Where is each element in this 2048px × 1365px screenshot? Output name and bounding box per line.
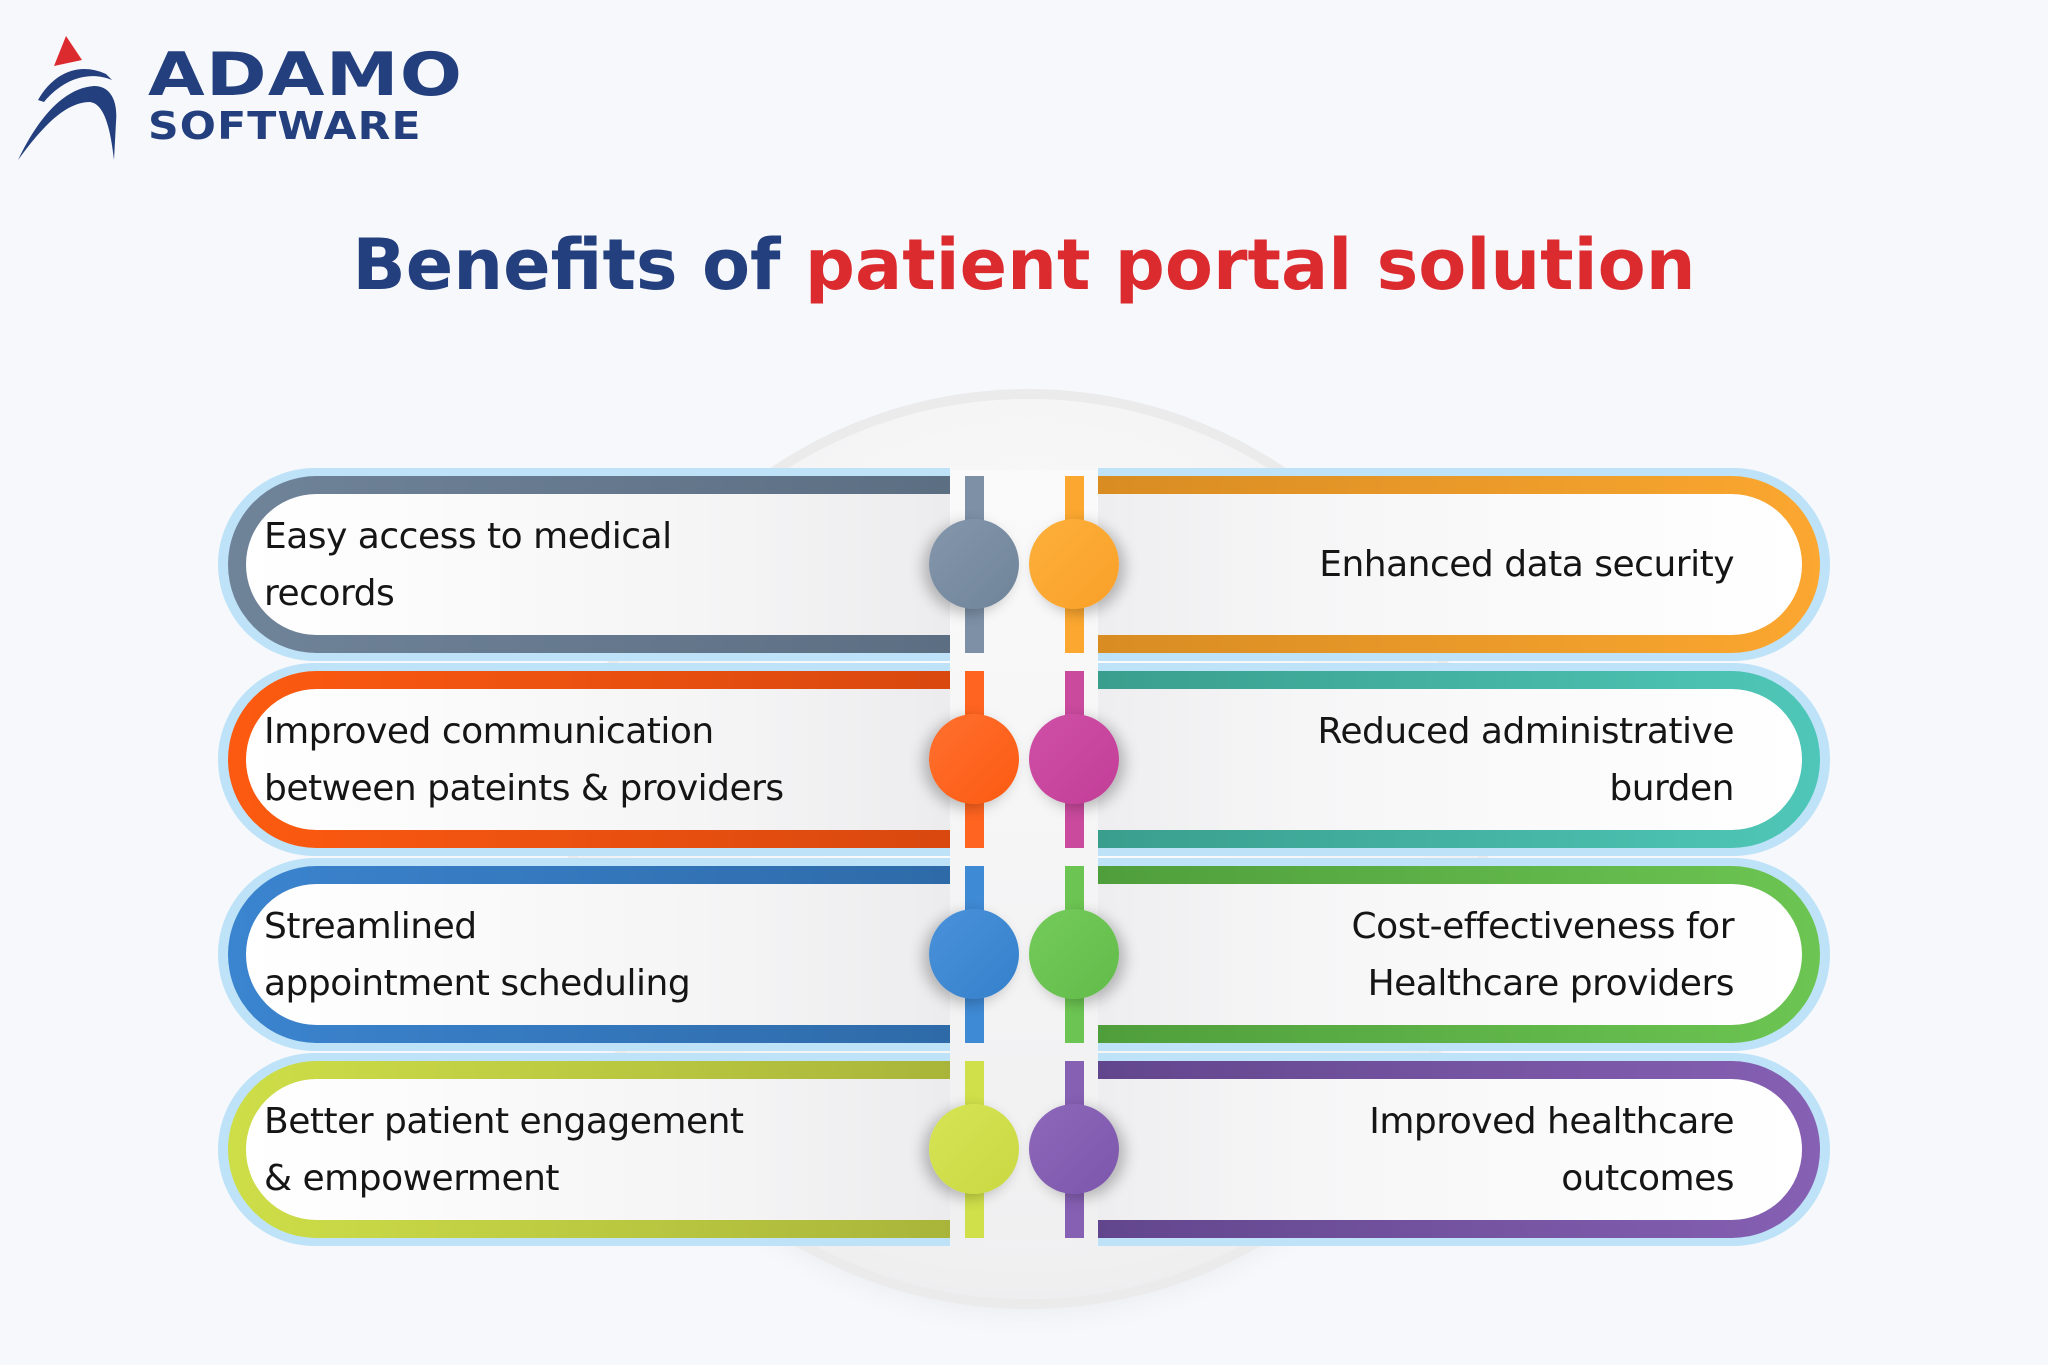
benefit-label: Reduced administrative burden	[1317, 710, 1734, 809]
benefit-label: Easy access to medical records	[264, 515, 672, 614]
benefit-label: Improved healthcare outcomes	[1369, 1100, 1734, 1199]
card-body: Cost-effectiveness for Healthcare provid…	[1098, 884, 1802, 1025]
connector-right-3	[1029, 866, 1119, 1043]
connector-left-1	[929, 476, 1019, 653]
benefit-card-right-2: Reduced administrative burden	[1098, 663, 1830, 856]
benefit-card-left-4: Better patient engagement & empowerment	[218, 1053, 950, 1246]
benefit-card-left-1: Easy access to medical records	[218, 468, 950, 661]
title-part-benefits: Benefits of	[352, 224, 805, 306]
benefit-label: Better patient engagement & empowerment	[264, 1100, 744, 1199]
connector-left-3	[929, 866, 1019, 1043]
connector-right-2	[1029, 671, 1119, 848]
benefit-card-left-2: Improved communication between pateints …	[218, 663, 950, 856]
adamo-logo-mark-icon	[18, 36, 117, 160]
connector-right-4	[1029, 1061, 1119, 1238]
card-body: Enhanced data security	[1098, 494, 1802, 635]
connector-left-2	[929, 671, 1019, 848]
benefit-label: Streamlined appointment scheduling	[264, 905, 691, 1004]
logo-line-adamo: ADAMO	[148, 40, 464, 110]
connector-right-1	[1029, 476, 1119, 653]
connector-dot-icon	[1029, 714, 1119, 804]
connector-dot-icon	[1029, 519, 1119, 609]
card-body: Improved communication between pateints …	[246, 689, 950, 830]
connector-dot-icon	[1029, 909, 1119, 999]
title-part-patient-portal: patient portal solution	[804, 224, 1696, 306]
connector-dot-icon	[929, 519, 1019, 609]
benefit-card-left-3: Streamlined appointment scheduling	[218, 858, 950, 1051]
benefit-label: Enhanced data security	[1319, 544, 1734, 585]
logo-line-software: SOFTWARE	[148, 104, 422, 148]
benefit-label: Improved communication between pateints …	[264, 710, 784, 809]
card-body: Easy access to medical records	[246, 494, 950, 635]
benefit-card-right-1: Enhanced data security	[1098, 468, 1830, 661]
page-title: Benefits of patient portal solution	[0, 224, 2048, 306]
logo-wordmark: ADAMO SOFTWARE	[148, 44, 462, 146]
benefit-card-right-4: Improved healthcare outcomes	[1098, 1053, 1830, 1246]
benefit-card-right-3: Cost-effectiveness for Healthcare provid…	[1098, 858, 1830, 1051]
adamo-software-logo: ADAMO SOFTWARE	[18, 30, 478, 170]
card-body: Improved healthcare outcomes	[1098, 1079, 1802, 1220]
connector-dot-icon	[929, 1104, 1019, 1194]
connector-dot-icon	[929, 909, 1019, 999]
connector-left-4	[929, 1061, 1019, 1238]
card-body: Reduced administrative burden	[1098, 689, 1802, 830]
benefit-label: Cost-effectiveness for Healthcare provid…	[1351, 905, 1735, 1004]
connector-dot-icon	[929, 714, 1019, 804]
connector-dot-icon	[1029, 1104, 1119, 1194]
card-body: Streamlined appointment scheduling	[246, 884, 950, 1025]
card-body: Better patient engagement & empowerment	[246, 1079, 950, 1220]
